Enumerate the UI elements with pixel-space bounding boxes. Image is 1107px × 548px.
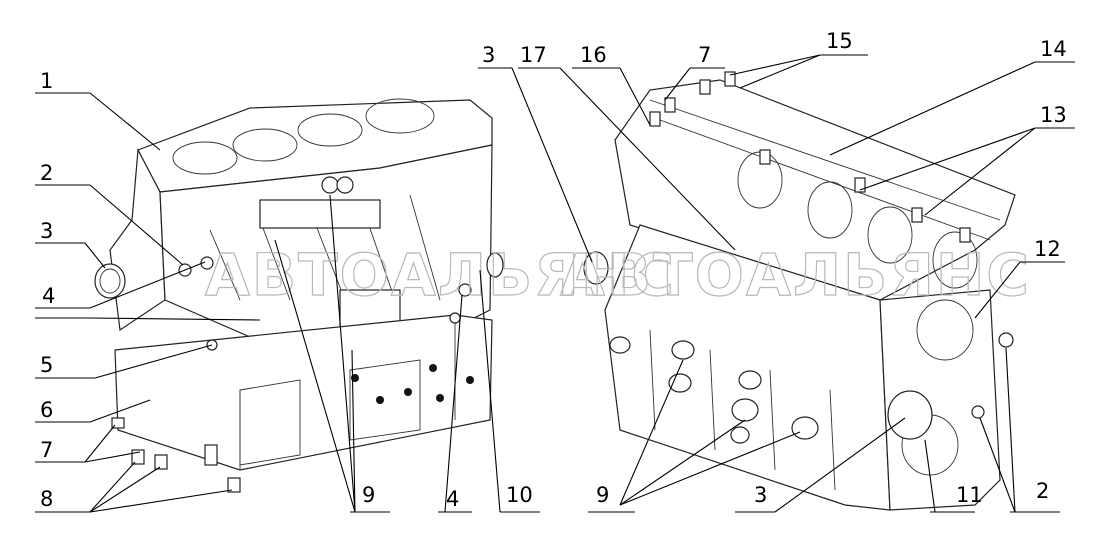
callout-label: 9 <box>362 483 375 507</box>
callout-label: 10 <box>506 483 533 507</box>
callout-label: 3 <box>754 483 767 507</box>
callout-label: 7 <box>698 43 711 67</box>
right-engine-block <box>583 71 1016 511</box>
watermark-text: АВТОАЛЬЯНС <box>205 241 676 309</box>
left-callouts: 1 2 3 4 5 6 7 8 9 4 <box>35 69 540 513</box>
callout-label: 2 <box>40 161 53 185</box>
callout-label: 4 <box>42 284 55 308</box>
callout-label: 7 <box>40 438 53 462</box>
callout-label: 16 <box>580 43 607 67</box>
left-engine-block <box>94 98 504 493</box>
callout-label: 17 <box>520 43 547 67</box>
callout-label: 1 <box>40 69 53 93</box>
callout-label: 11 <box>956 483 983 507</box>
callout-label: 3 <box>40 219 53 243</box>
callout-label: 9 <box>596 483 609 507</box>
watermark-text-2: АВТОАЛЬЯНС <box>560 241 1031 309</box>
callout-label: 14 <box>1040 37 1067 61</box>
callout-label: 3 <box>482 43 495 67</box>
callout-label: 5 <box>40 353 53 377</box>
callout-label: 8 <box>40 487 53 511</box>
callout-label: 4 <box>446 487 459 511</box>
right-callouts: 3 17 16 7 15 14 13 12 2 11 3 <box>478 29 1075 513</box>
callout-label: 13 <box>1040 103 1067 127</box>
callout-label: 2 <box>1036 479 1049 503</box>
callout-label: 15 <box>826 29 853 53</box>
callout-label: 12 <box>1034 237 1061 261</box>
callout-label: 6 <box>40 398 53 422</box>
